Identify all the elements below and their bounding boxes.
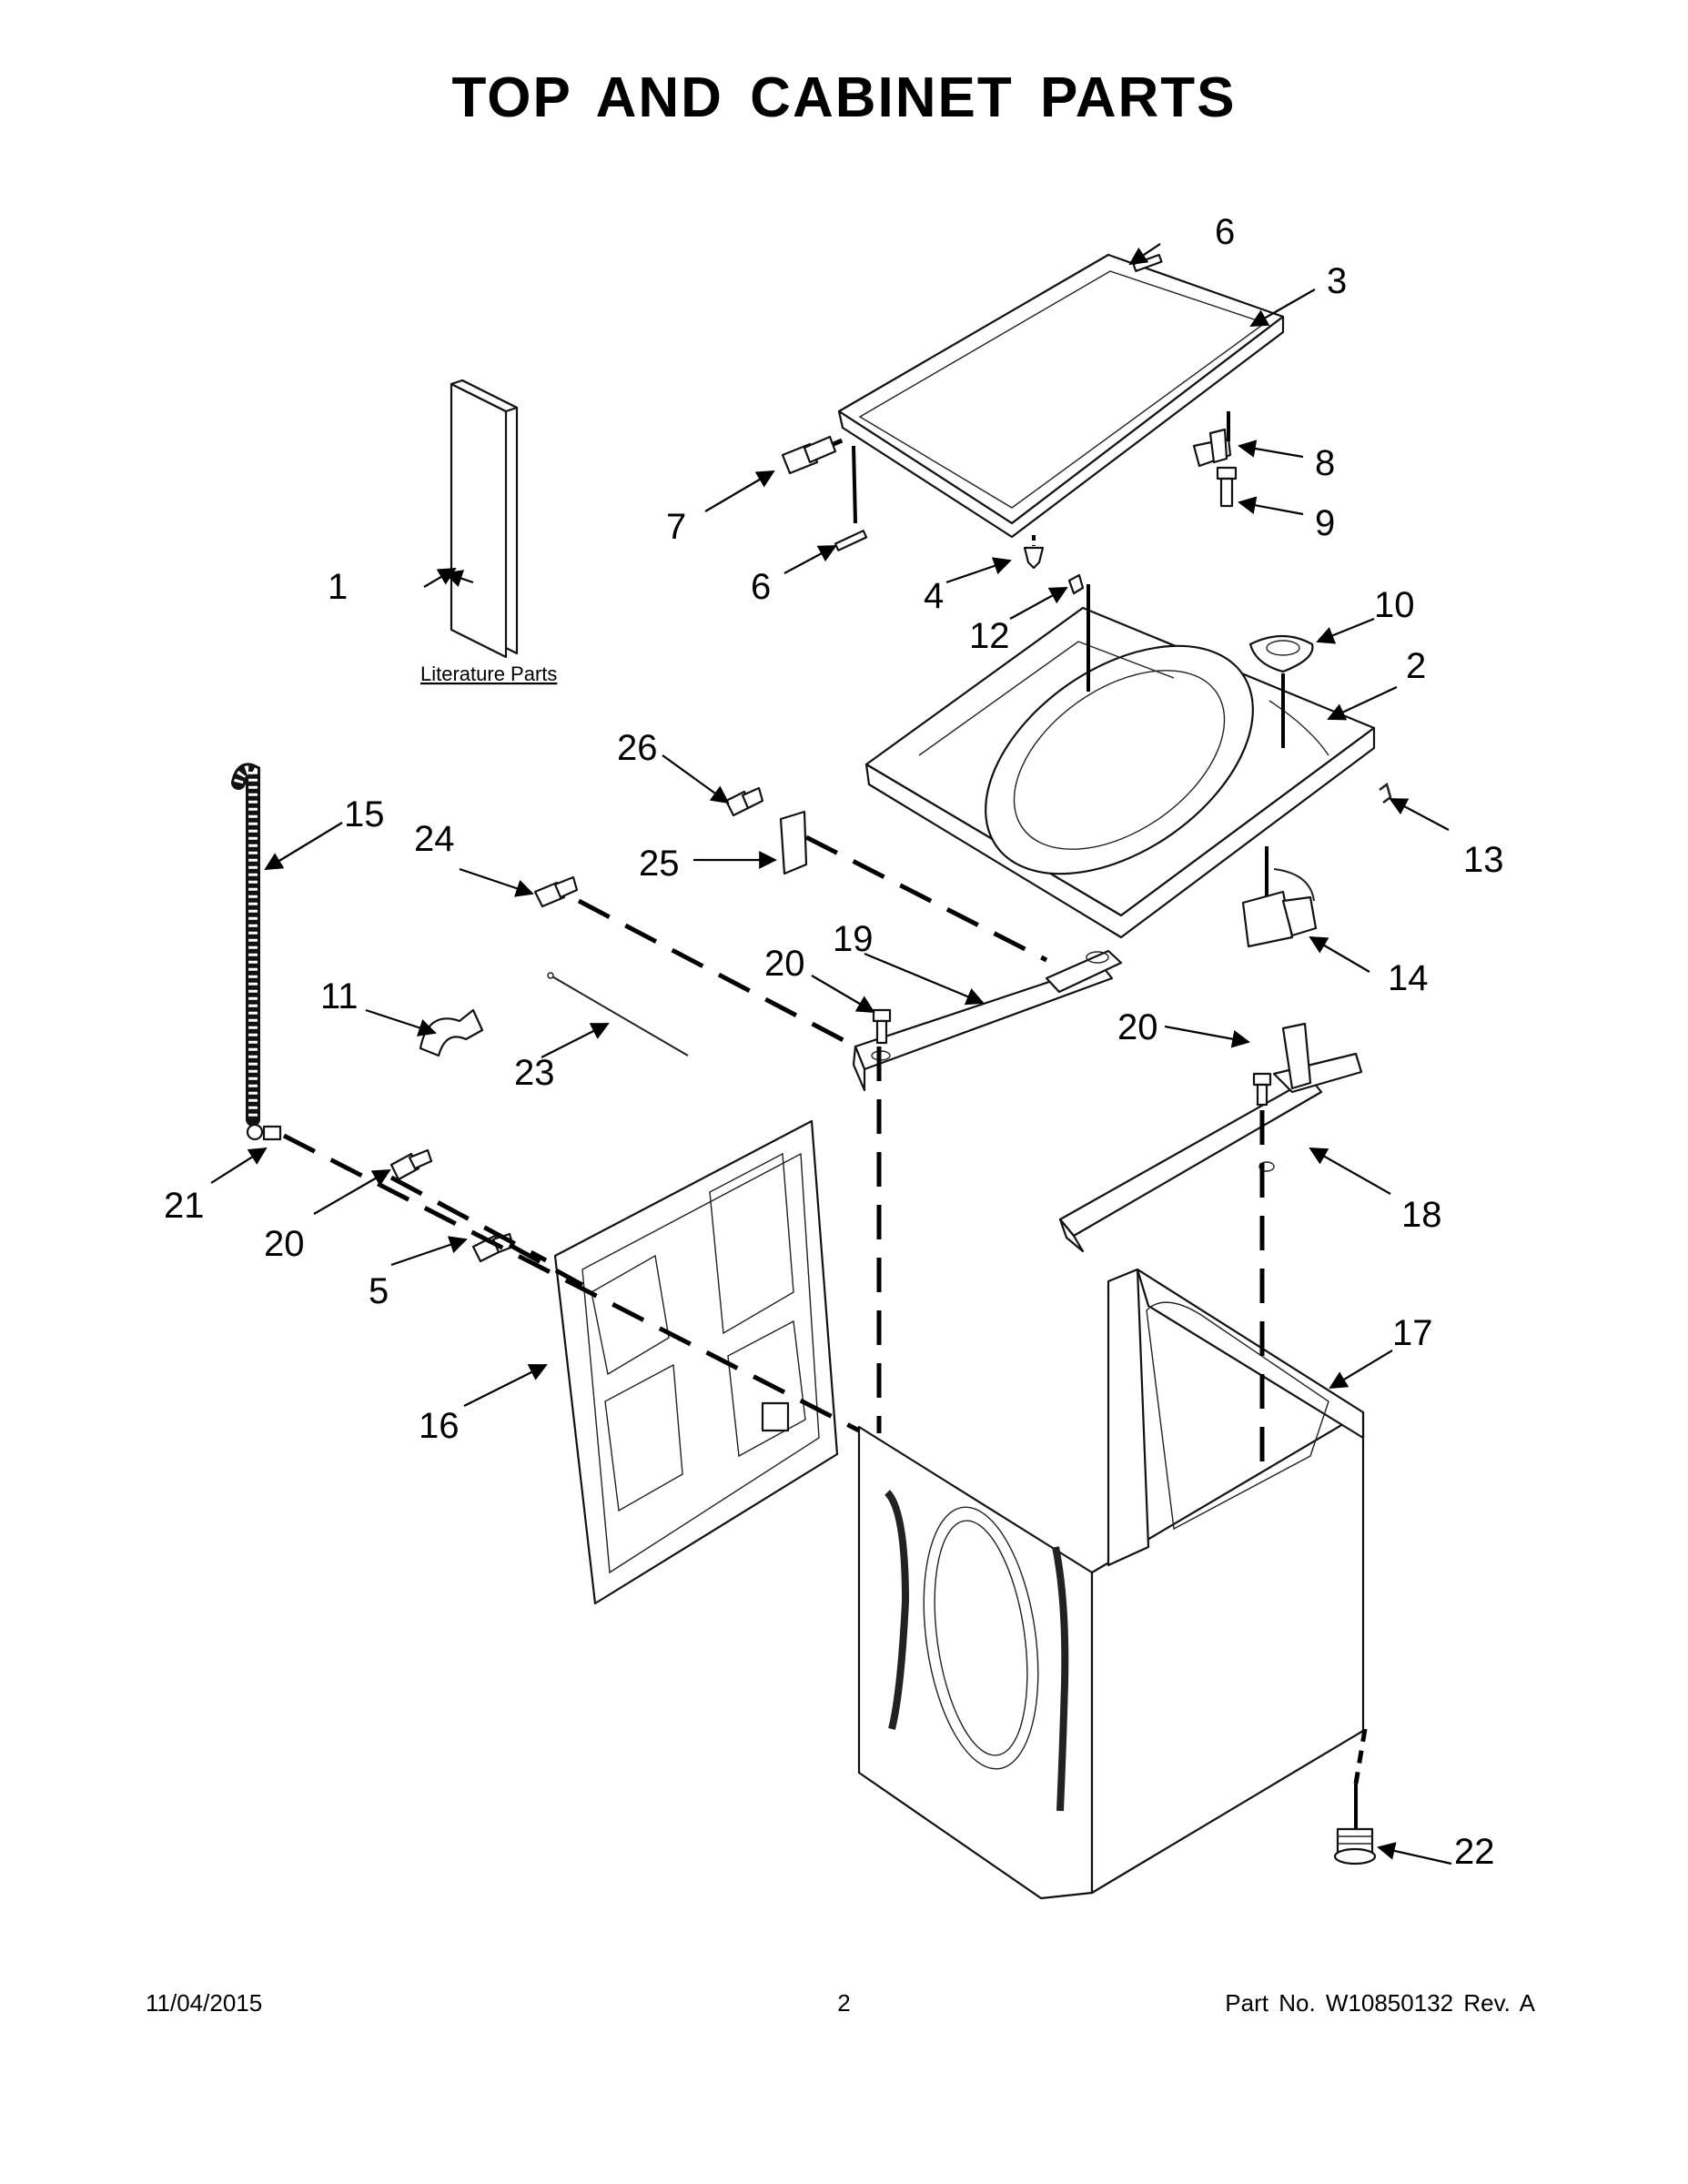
callout-13: 13 [1463, 840, 1504, 880]
callout-7: 7 [666, 507, 686, 547]
callout-3: 3 [1327, 261, 1347, 301]
page-title: TOP AND CABINET PARTS [451, 66, 1237, 129]
brace-screw-rear [1252, 1072, 1272, 1107]
hose-clamp [246, 1123, 282, 1141]
front-brace [852, 949, 1123, 1092]
callout-17: 17 [1392, 1313, 1433, 1353]
lid-screw [781, 435, 847, 475]
literature-booklet [450, 379, 519, 659]
callout-1: 1 [328, 567, 348, 607]
callout-18: 18 [1401, 1195, 1442, 1235]
callout-21: 21 [164, 1186, 205, 1226]
callout-26: 26 [617, 728, 658, 768]
top-panel [864, 606, 1376, 939]
callout-9: 9 [1315, 503, 1335, 543]
bracket-screw [724, 786, 764, 817]
lid-hinge-pin-left [834, 530, 868, 551]
washer-lid [837, 253, 1285, 539]
rear-panel-screw [389, 1148, 433, 1181]
brace-screw-front [872, 1008, 892, 1045]
literature-parts-label: Literature Parts [420, 662, 557, 685]
drain-hose-guide [419, 1008, 484, 1057]
footer-page-number: 2 [837, 1989, 851, 2017]
callout-2: 2 [1406, 646, 1426, 686]
callout-16: 16 [419, 1406, 460, 1446]
callout-labels: 1 2 3 4 5 6 6 7 8 9 10 11 12 13 14 15 16… [164, 212, 1504, 1872]
callout-6-bottom: 6 [751, 567, 771, 607]
callout-20-front: 20 [764, 944, 805, 984]
callout-19: 19 [833, 919, 874, 959]
callout-4: 4 [924, 576, 944, 616]
callout-20-left: 20 [264, 1224, 305, 1264]
footer-date: 11/04/2015 [146, 1989, 263, 2017]
callout-8: 8 [1315, 443, 1335, 483]
cabinet [857, 1268, 1365, 1900]
rear-panel [553, 1119, 839, 1605]
callout-20-rear: 20 [1117, 1007, 1158, 1047]
callout-10: 10 [1374, 585, 1415, 625]
callout-11: 11 [320, 976, 359, 1016]
lid-bumper [1023, 535, 1045, 570]
bleach-dispenser [1248, 635, 1314, 748]
callout-12: 12 [969, 616, 1010, 656]
callout-24: 24 [414, 819, 455, 859]
leader-arrows [210, 243, 1452, 1866]
lid-switch [1241, 846, 1318, 948]
lid-hinge-bracket [1192, 411, 1232, 468]
top-panel-spring-clip [1379, 782, 1392, 804]
brace-screw-side [533, 875, 579, 908]
hinge-screw [1216, 466, 1238, 508]
callout-14: 14 [1388, 958, 1429, 998]
callout-5: 5 [369, 1271, 389, 1311]
footer-part-number: Part No. W10850132 Rev. A [1225, 1989, 1535, 2017]
brace-bracket [779, 810, 808, 875]
callout-25: 25 [639, 844, 680, 884]
rear-brace [1058, 1022, 1363, 1253]
top-panel-clip [1067, 573, 1090, 692]
cable-tie [547, 972, 689, 1057]
drain-hose [231, 763, 260, 1127]
leveling-leg [1333, 1784, 1377, 1866]
callout-22: 22 [1454, 1832, 1495, 1872]
callout-6-top: 6 [1215, 212, 1235, 252]
callout-15: 15 [344, 794, 385, 834]
callout-23: 23 [514, 1053, 555, 1093]
